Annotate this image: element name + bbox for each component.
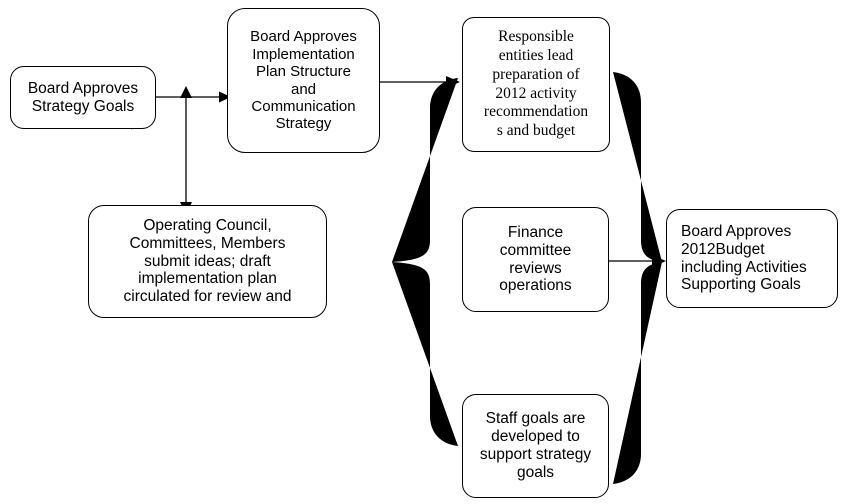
connector-right-brace-group [613, 72, 662, 484]
connector-strategy-to-impl [156, 91, 231, 103]
node-staff-goals[interactable]: Staff goals are developed to support str… [462, 394, 609, 498]
connector-impl-to-responsible [380, 76, 460, 88]
node-finance-committee-label: Finance committee reviews operations [499, 223, 572, 295]
node-implementation-plan[interactable]: Board Approves Implementation Plan Struc… [227, 8, 380, 153]
node-implementation-plan-label: Board Approves Implementation Plan Struc… [250, 28, 357, 133]
connector-left-brace-group [392, 78, 458, 446]
node-operating-council-label: Operating Council, Committees, Members s… [123, 216, 292, 306]
node-responsible-entities-label: Responsible entities lead preparation of… [483, 27, 589, 140]
node-operating-council[interactable]: Operating Council, Committees, Members s… [88, 205, 327, 318]
node-strategy-goals-label: Board Approves Strategy Goals [27, 79, 139, 115]
node-responsible-entities[interactable]: Responsible entities lead preparation of… [462, 17, 610, 152]
node-board-approves-budget-label: Board Approves 2012Budget including Acti… [681, 222, 807, 294]
node-strategy-goals[interactable]: Board Approves Strategy Goals [10, 66, 156, 129]
node-board-approves-budget[interactable]: Board Approves 2012Budget including Acti… [666, 209, 838, 308]
connector-finance-to-board [609, 255, 666, 267]
connector-strategy-council-bidirectional [180, 86, 192, 214]
node-finance-committee[interactable]: Finance committee reviews operations [462, 207, 609, 312]
node-staff-goals-label: Staff goals are developed to support str… [479, 410, 592, 481]
